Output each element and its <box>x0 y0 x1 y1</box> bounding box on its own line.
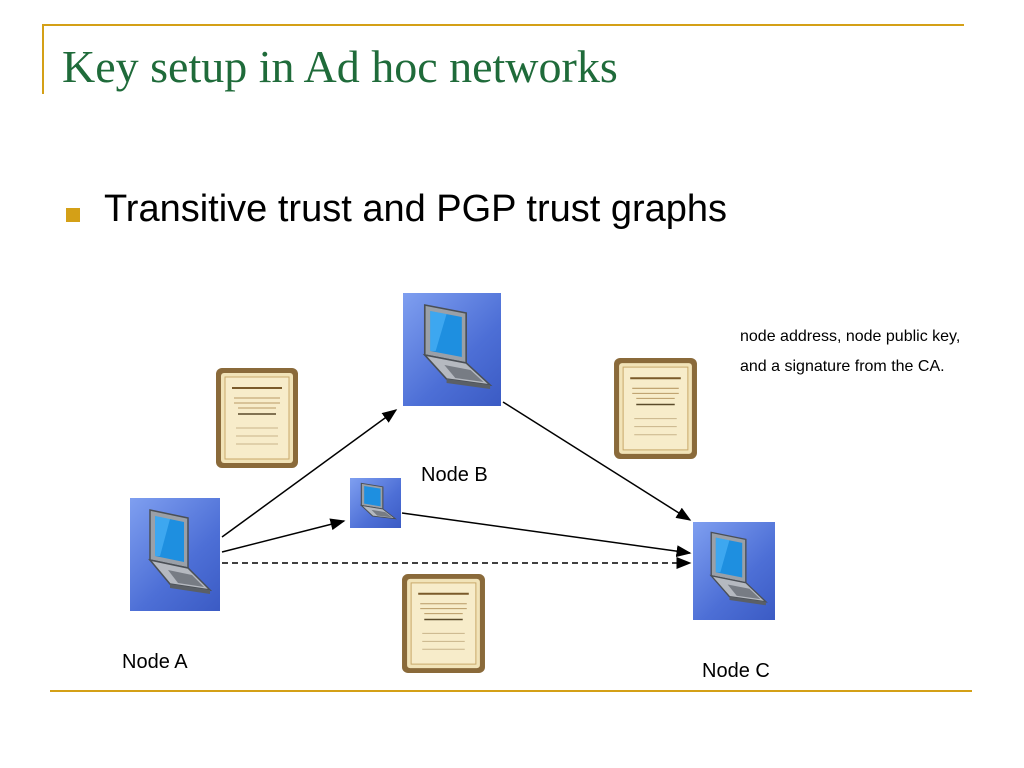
node-c-laptop <box>693 522 775 620</box>
certificate-icon <box>612 356 699 461</box>
edge-a-to-small-node <box>221 518 346 553</box>
laptop-icon <box>148 509 213 594</box>
node-a-laptop <box>130 498 220 611</box>
bullet-text: Transitive trust and PGP trust graphs <box>104 188 728 230</box>
node-a-label: Node A <box>122 651 188 673</box>
node-b-laptop <box>403 293 501 406</box>
edge-small-node-to-c <box>401 512 692 558</box>
note-line-2: and a signature from the CA. <box>740 358 945 375</box>
laptop-icon <box>709 531 768 606</box>
left-accent-rule <box>42 24 44 94</box>
certificate-icon <box>214 366 300 470</box>
node-b-label: Node B <box>421 464 488 486</box>
certificate-contents-note: node address, node public key, and a sig… <box>740 322 960 382</box>
laptop-icon <box>359 482 397 520</box>
bottom-accent-rule <box>50 690 972 692</box>
edge-b-to-c <box>502 401 692 521</box>
certificate-icon <box>400 572 487 675</box>
bullet-square-icon <box>66 208 80 222</box>
node-c-label: Node C <box>702 660 770 682</box>
note-line-1: node address, node public key, <box>740 328 961 345</box>
top-accent-rule <box>42 24 964 26</box>
slide-title: Key setup in Ad hoc networks <box>62 41 618 92</box>
edge-a-to-b <box>221 409 398 538</box>
laptop-icon <box>422 304 493 389</box>
intermediate-node-laptop <box>350 478 401 528</box>
